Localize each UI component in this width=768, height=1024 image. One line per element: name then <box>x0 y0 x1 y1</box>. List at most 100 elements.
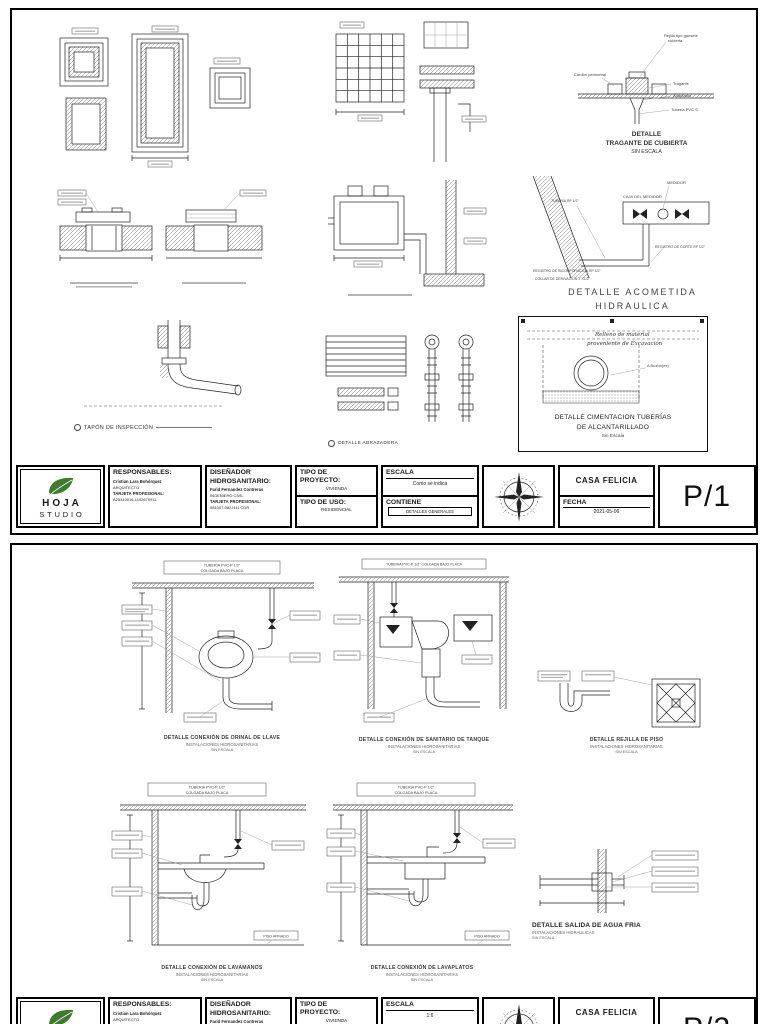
toilet-tank <box>379 616 413 648</box>
responsables-label: RESPONSABLES: <box>113 469 172 476</box>
rejilla-caption-line1: DETALLE REJILLA DE PISO <box>589 737 664 743</box>
agua-fria-caption: DETALLE SALIDA DE AGUA FRIA INSTALACIONE… <box>532 921 712 941</box>
escala-value: Como se indica <box>386 477 474 487</box>
cimentacion-detail-box: Relleno de material proveniente de Excav… <box>518 316 708 452</box>
sheet-p1: Rejilla tipo gansete cubierta Cordón per… <box>10 8 758 535</box>
lavamanos-connection-drawing: TUBERIA PVC-P 1/2" COLGADA BAJO PLACA PI… <box>111 782 306 946</box>
rejilla-caption-line3: SIN ESCALA <box>615 749 638 754</box>
cimentacion-drawing: Relleno de material proveniente de Excav… <box>521 319 704 404</box>
disenador-label-2-p2: HIDROSANITARIO: <box>210 1009 272 1017</box>
disenador-card: 081007-082J111 CDR <box>210 505 250 511</box>
lavamanos-caption-line3: SIN ESCALA <box>200 977 224 982</box>
north-arrow-cell-p2 <box>482 997 555 1024</box>
cordon-perimetral-label: Cordón perimetral <box>574 72 606 77</box>
salida-agua-fria-drawing <box>539 849 699 913</box>
toilet-bowl <box>411 620 449 650</box>
escala-section-p2: ESCALA 1:6 <box>383 999 477 1024</box>
project-fecha-cell-p2: CASA FELICIA FECHA 2021-05-06 <box>558 997 655 1024</box>
fecha-value: 2021-05-06 <box>563 507 650 515</box>
medidor-label: MEDIDOR <box>667 180 686 185</box>
lavamanos-piso-label: PISO AFINADO <box>263 935 289 939</box>
north-arrow-cell <box>482 465 555 528</box>
disenador-name: Farid Fernandez Contreras <box>210 486 264 492</box>
access-cover-sections <box>57 189 267 288</box>
disenador-role: INGENIERO CIVIL <box>210 492 244 498</box>
basin-shape <box>183 868 227 883</box>
acometida-caption-line1: DETALLE ACOMETIDA <box>568 287 697 297</box>
hoja-studio-leaf-icon <box>48 477 73 494</box>
responsables-name: Cristian Lara Bohórquez <box>113 478 162 484</box>
responsables-cell: RESPONSABLES: Cristian Lara Bohórquez AR… <box>108 465 202 528</box>
disenador-details: Farid Fernandez Contreras INGENIERO CIVI… <box>207 486 290 513</box>
agua-fria-caption-line1: DETALLE SALIDA DE AGUA FRIA <box>532 922 641 929</box>
orinal-caption: DETALLE CONEXIÓN DE ORINAL DE LLAVE INST… <box>122 735 322 753</box>
tapon-inspeccion-drawing <box>84 320 242 407</box>
responsables-details-p2: Cristian Lara Bohórquez ARQUITECTO TARJE… <box>110 1010 200 1024</box>
fecha-label: FECHA <box>563 498 587 506</box>
lavaplatos-caption: DETALLE CONEXIÓN DE LAVAPLATOS INSTALACI… <box>327 965 517 983</box>
tapon-label: TAPÓN DE INSPECCIÓN <box>84 424 154 431</box>
tragante-caption: DETALLE TRAGANTE DE CUBIERTA SIN ESCALA <box>574 130 719 156</box>
inspection-plug-marker-icon <box>74 424 81 431</box>
responsables-details: Cristian Lara Bohórquez ARQUITECTO TARJE… <box>110 478 200 505</box>
project-name-p2: CASA FELICIA <box>560 999 653 1024</box>
sanitario-connection-drawing: TUBERIA PVC-P 1/2" COLGADA BAJO PLACA <box>333 558 509 723</box>
tapon-caption: TAPÓN DE INSPECCIÓN <box>74 424 213 431</box>
medidor-symbol <box>657 208 669 220</box>
logo-cell: HOJA STUDIO <box>16 465 105 528</box>
pipe-cross-section <box>573 355 609 391</box>
tipo-cell-p2: TIPO DE PROYECTO: VIVIENDA TIPO DE USO: … <box>295 997 378 1024</box>
responsables-name-p2: Cristian Lara Bohórquez <box>113 1010 162 1016</box>
lavamanos-header-line1: TUBERIA PVC-P 1/2" <box>189 786 226 790</box>
project-name: CASA FELICIA <box>560 467 653 497</box>
sheet-number: P/1 <box>682 479 732 513</box>
responsables-role-p2: ARQUITECTO <box>113 1017 140 1023</box>
relleno-note-line2: proveniente de Excavación <box>587 340 663 347</box>
contiene-label: CONTIENE <box>386 498 422 506</box>
sanitario-caption-line1: DETALLE CONEXIÓN DE SANITARIO DE TANQUE <box>358 737 490 743</box>
tipo-proyecto: TIPO DE PROYECTO: VIVIENDA <box>297 467 376 497</box>
logo-text-studio: STUDIO <box>39 509 85 519</box>
disenador-cell-p2: DISEÑADOR HIDROSANITARIO: Farid Fernande… <box>205 997 292 1024</box>
responsables-cell-p2: RESPONSABLES: Cristian Lara Bohórquez AR… <box>108 997 202 1024</box>
tipo-proyecto-p2: TIPO DE PROYECTO: VIVIENDA <box>297 999 376 1024</box>
sink-basin-shape <box>404 863 446 880</box>
orinal-caption-line3: SIN ESCALA <box>210 747 234 752</box>
tragante-cubierta-drawing: Rejilla tipo gansete cubierta Cordón per… <box>574 33 714 124</box>
rejilla-caption: DETALLE REJILLA DE PISO INSTALACIONES HI… <box>534 737 719 755</box>
tragante-caption-line2: TRAGANTE DE CUBIERTA <box>605 140 688 148</box>
tipo-cell: TIPO DE PROYECTO: VIVIENDA TIPO DE USO: … <box>295 465 378 528</box>
disenador-name-p2: Farid Fernandez Contreras <box>210 1018 264 1024</box>
registro-incorporacion-label: REGISTRO DE INCORPORACION RF 1/2" <box>533 269 602 273</box>
caja-medidor-box <box>622 201 710 225</box>
hoja-studio-leaf-icon-p2 <box>48 1009 73 1024</box>
caja-medidor-label: CAJA DEL MEDIDOR <box>623 194 662 199</box>
lavamanos-caption: DETALLE CONEXIÓN DE LAVAMANOS INSTALACIO… <box>112 965 312 983</box>
tuberia-rf-label: TUBERIA RF 1/2" <box>551 199 579 203</box>
lavaplatos-caption-line2: INSTALACIONES HIDROSANITARIAS <box>385 972 459 978</box>
sheet-number-p2: P/2 <box>660 999 754 1024</box>
disenador-label-2: HIDROSANITARIO: <box>210 477 272 485</box>
tragante-label: Tragante <box>673 81 690 86</box>
logo-frame-p2: HOJA STUDIO <box>20 1001 101 1024</box>
sheet-number-cell-p2: P/2 <box>658 997 756 1024</box>
rejilla-piso-drawing <box>537 670 701 728</box>
logo-text-hoja: HOJA <box>42 497 82 509</box>
buzon-label: A Buzon(es) <box>647 363 669 368</box>
relleno-note-line1: Relleno de material <box>594 332 650 338</box>
cimentacion-caption-line3: Sin Escala <box>601 433 625 439</box>
project-fecha-cell: CASA FELICIA FECHA 2021-05-06 <box>558 465 655 528</box>
rejilla-cubierta-label-1: Rejilla tipo gansete <box>664 33 699 38</box>
lavamanos-header-line2: COLGADA BAJO PLACA <box>186 791 229 795</box>
rejilla-cubierta-label-2: cubierta <box>668 38 683 43</box>
responsables-card-label: TARJETA PROFESIONAL: <box>113 491 165 497</box>
contiene-value: DETALLES GENERALES <box>388 507 472 517</box>
escala-contiene-cell: ESCALA Como se indica CONTIENE DETALLES … <box>381 465 479 528</box>
compass-rose-icon-p2 <box>499 1003 538 1024</box>
grate-section-drawings <box>335 21 487 162</box>
escala-label: ESCALA <box>386 469 414 476</box>
cimentacion-caption: DETALLE CIMENTACION TUBERÍAS DE ALCANTAR… <box>521 413 705 440</box>
logo-cell-p2: HOJA STUDIO <box>16 997 105 1024</box>
responsables-card: A25310016-1102670911 <box>113 497 157 503</box>
